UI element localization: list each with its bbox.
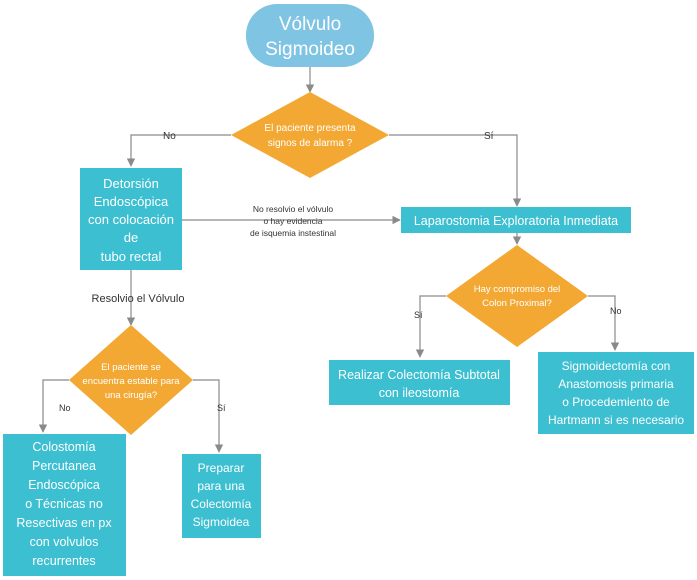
colectomia-subtotal-line-2: con ileostomía: [379, 386, 460, 400]
detorsion-line-2: Endoscópica: [94, 194, 169, 209]
preparar-line-3: Colectomía: [191, 497, 252, 511]
middle-note: No resolvio el vólvulo o hay evidencia d…: [250, 204, 336, 238]
colostomia-line-5: Resectivas en px: [16, 516, 112, 530]
colostomia-line-1: Colostomía: [32, 440, 95, 454]
decision-alarm-line-1: El paciente presenta: [264, 123, 356, 134]
colostomia-line-2: Percutanea: [32, 459, 96, 473]
label-colon-si: Sí: [414, 310, 423, 320]
colostomia-line-3: Endoscópica: [28, 478, 100, 492]
detorsion-line-5: tubo rectal: [101, 249, 162, 264]
connectors: [38, 67, 620, 453]
sigmoidectomia-line-4: Hartmann si es necesario: [548, 413, 684, 427]
label-resolvio: Resolvio el Vólvulo: [92, 293, 185, 305]
middle-note-line-2: o hay evidencia: [263, 216, 322, 226]
decision-stable-line-1: El paciente se: [101, 362, 161, 373]
detorsion-line-1: Detorsión: [103, 176, 159, 191]
colostomia-line-7: recurrentes: [32, 554, 95, 568]
colostomia-line-4: o Técnicas no: [25, 497, 103, 511]
connector-stable-si: [193, 379, 224, 453]
label-alarm-si: Sí: [484, 131, 494, 142]
start-node: Vólvulo Sigmoideo: [246, 4, 374, 67]
middle-note-line-3: de isquemia instestinal: [250, 228, 336, 238]
middle-note-line-1: No resolvio el vólvulo: [253, 204, 334, 214]
connector-colon-si: [415, 295, 446, 358]
label-colon-no: No: [610, 306, 622, 316]
connector-colon-no: [588, 295, 620, 351]
box-preparar: Preparar para una Colectomía Sigmoidea: [182, 454, 261, 538]
start-node-line-1: Vólvulo: [279, 14, 341, 35]
decision-stable-line-2: encuentra estable para: [82, 376, 180, 387]
preparar-line-2: para una: [197, 479, 245, 493]
label-stable-no: No: [59, 403, 71, 413]
connector-alarm-no: [126, 134, 231, 167]
box-detorsion: Detorsión Endoscópica con colocación de …: [80, 168, 182, 270]
decision-alarm: El paciente presenta signos de alarma ?: [231, 92, 389, 178]
decision-colon-line-2: Colon Proximal?: [482, 298, 552, 309]
box-colostomia: Colostomía Percutanea Endoscópica o Técn…: [3, 434, 126, 576]
box-colectomia-subtotal: Realizar Colectomía Subtotal con ileosto…: [329, 360, 510, 405]
decision-stable-line-3: una cirugía?: [105, 390, 157, 401]
decision-stable: El paciente se encuentra estable para un…: [69, 325, 193, 435]
preparar-line-4: Sigmoidea: [193, 515, 250, 529]
detorsion-line-3: con colocación: [88, 212, 174, 227]
decision-colon: Hay compromiso del Colon Proximal?: [446, 245, 588, 347]
connector-alarm-si: [389, 134, 522, 207]
connector-stable-no: [38, 379, 69, 433]
label-stable-si: Sí: [217, 403, 226, 413]
label-alarm-no: No: [163, 131, 176, 142]
preparar-line-1: Preparar: [198, 461, 245, 475]
start-node-line-2: Sigmoideo: [265, 39, 355, 60]
box-laparostomia: Laparostomia Exploratoria Inmediata: [401, 207, 631, 233]
sigmoidectomia-line-1: Sigmoidectomía con: [562, 359, 671, 373]
colostomia-line-6: con volvulos: [30, 535, 99, 549]
box-sigmoidectomia: Sigmoidectomía con Anastomosis primaria …: [538, 352, 694, 434]
decision-alarm-line-2: signos de alarma ?: [268, 138, 353, 149]
sigmoidectomia-line-2: Anastomosis primaria: [558, 377, 674, 391]
sigmoidectomia-line-3: o Procedemiento de: [562, 395, 670, 409]
colectomia-subtotal-line-1: Realizar Colectomía Subtotal: [338, 368, 500, 382]
decision-colon-line-1: Hay compromiso del: [474, 284, 561, 295]
laparostomia-label: Laparostomia Exploratoria Inmediata: [414, 214, 618, 228]
detorsion-line-4: de: [124, 230, 138, 245]
